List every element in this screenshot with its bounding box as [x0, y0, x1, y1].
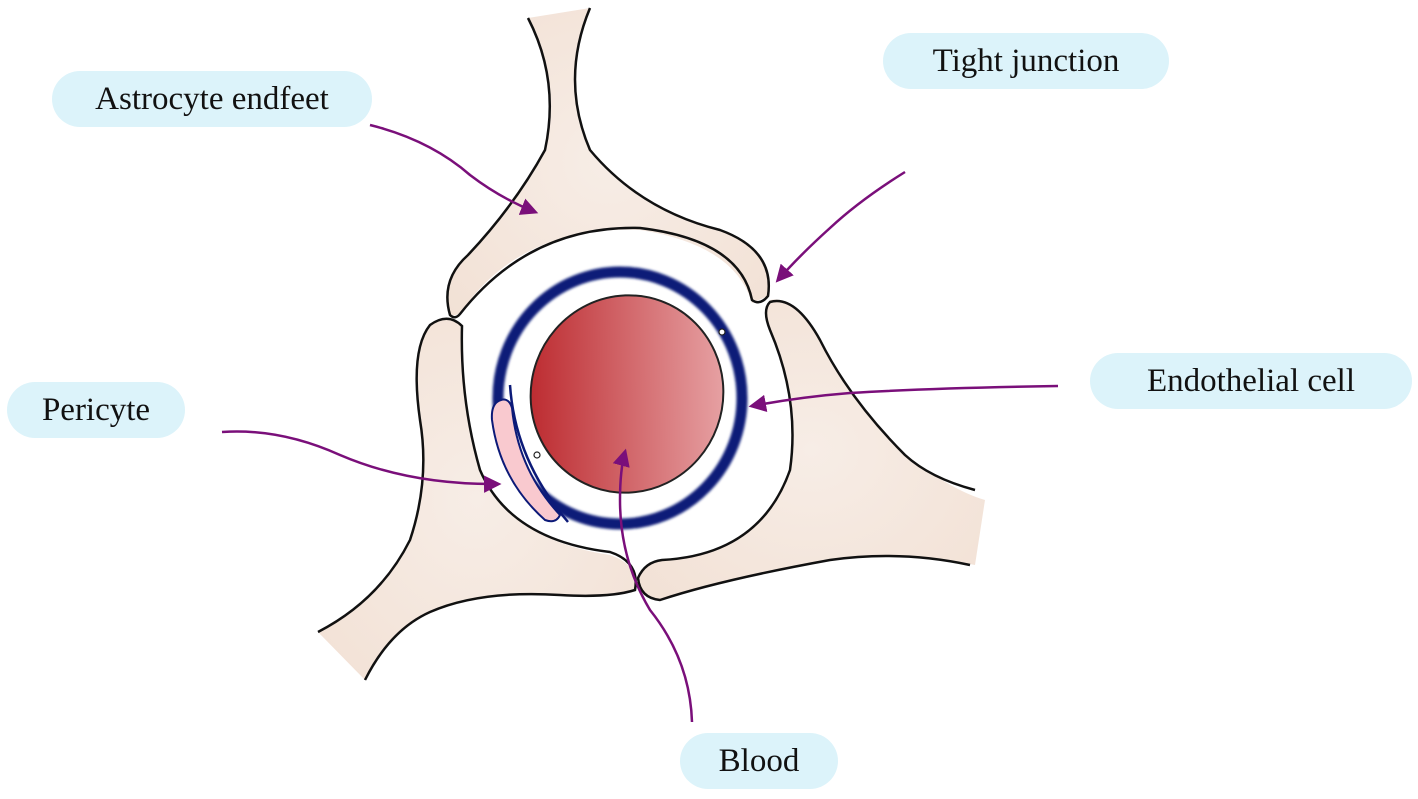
astrocyte-left-outline: [317, 317, 637, 681]
junction-dot-lower: [533, 451, 541, 459]
arrow-pericyte: [221, 430, 502, 493]
label-tight-junction: Tight junction: [883, 33, 1169, 89]
astrocyte-left: [318, 318, 636, 680]
blood-lumen: [529, 294, 725, 494]
astrocyte-right: [638, 299, 985, 600]
astrocyte-right-outline: [636, 299, 976, 602]
arrow-astrocyte: [369, 123, 539, 215]
label-pericyte: Pericyte: [7, 382, 185, 438]
label-astrocyte-endfeet: Astrocyte endfeet: [52, 71, 372, 127]
astrocyte-top-outline: [446, 7, 771, 319]
junction-dot-upper: [718, 328, 726, 336]
arrow-tight-junction: [775, 170, 906, 283]
arrow-endothelial: [748, 384, 1059, 413]
label-endothelial-cell: Endothelial cell: [1090, 353, 1412, 409]
label-blood: Blood: [680, 733, 838, 789]
arrow-blood: [612, 448, 694, 723]
pericyte-membrane: [508, 384, 569, 523]
